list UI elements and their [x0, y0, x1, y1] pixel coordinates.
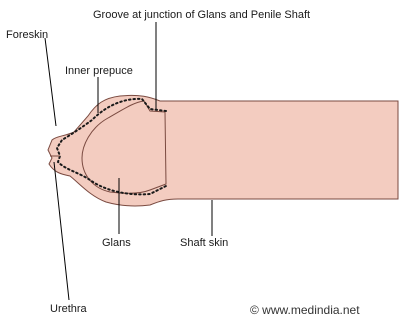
inner-prepuce-label: Inner prepuce: [65, 65, 133, 77]
glans-label: Glans: [102, 237, 131, 249]
urethra-label: Urethra: [50, 303, 88, 315]
foreskin-label: Foreskin: [6, 29, 48, 41]
urethra-leader-line: [54, 162, 69, 300]
shaft-skin-label: Shaft skin: [180, 237, 228, 249]
groove-label: Groove at junction of Glans and Penile S…: [93, 9, 310, 21]
source-credit: © www.medindia.net: [250, 303, 360, 317]
foreskin-leader-line: [45, 38, 56, 126]
